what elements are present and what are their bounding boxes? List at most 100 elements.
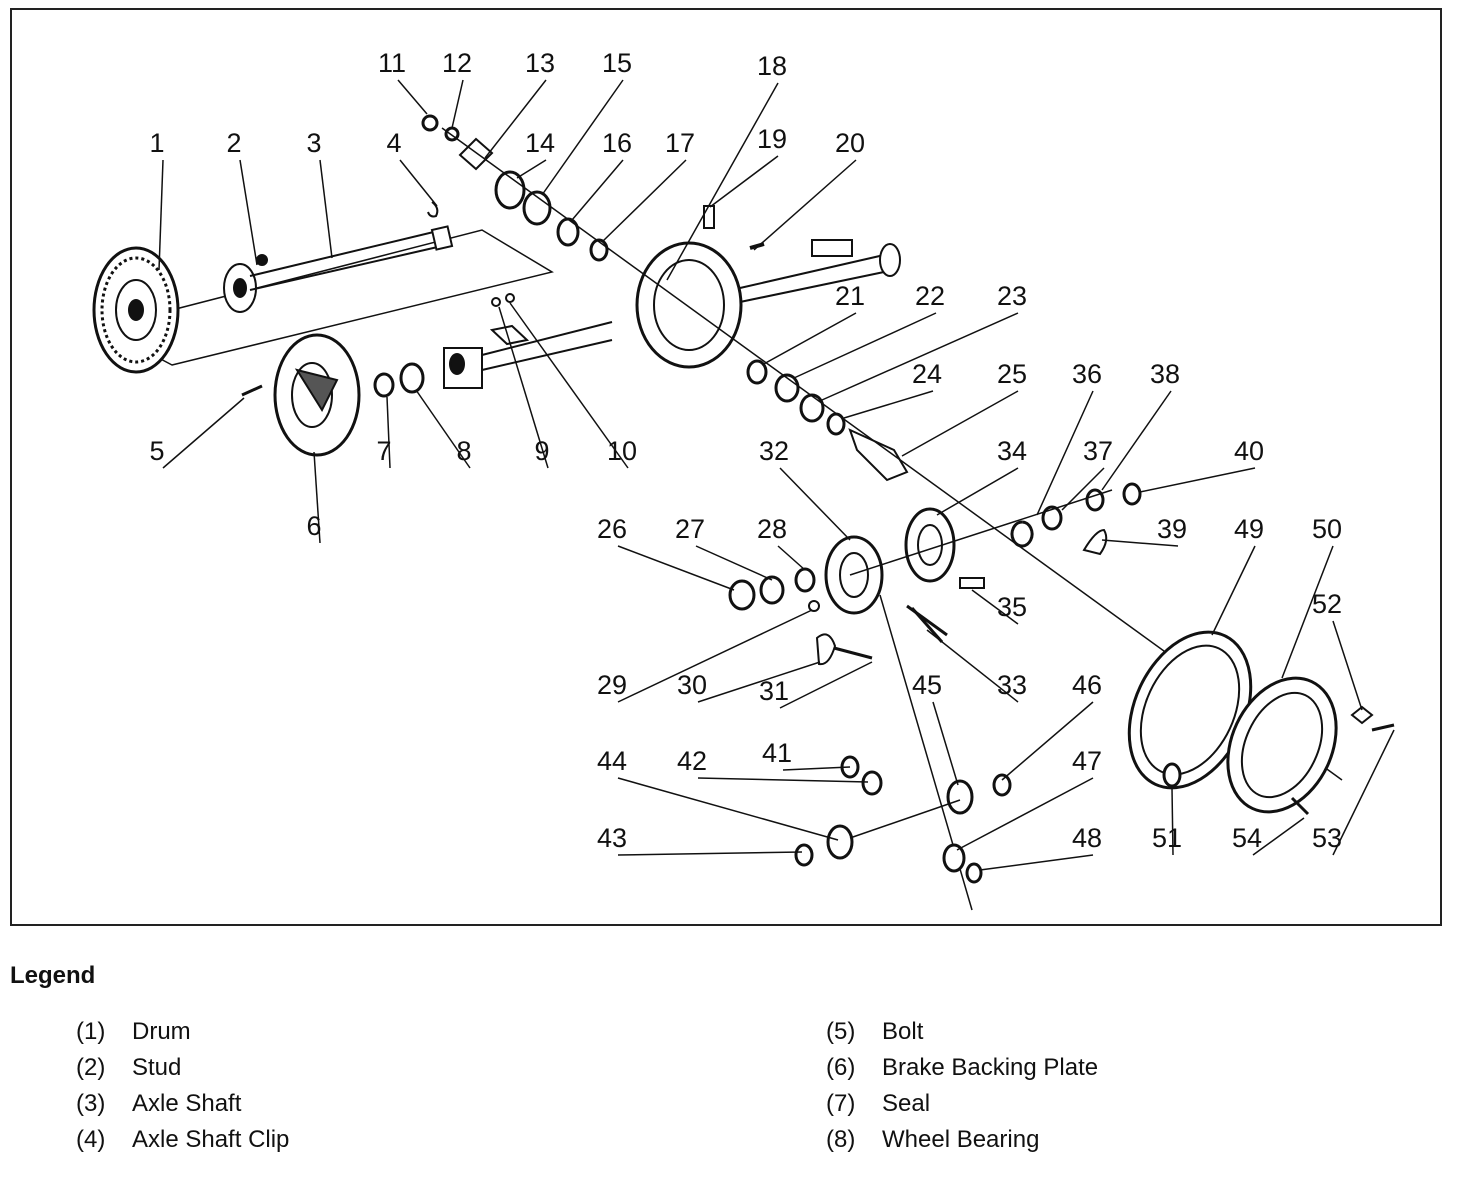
callout-number: 30	[677, 670, 707, 700]
legend-title: Legend	[10, 962, 96, 989]
callout-number: 43	[597, 823, 627, 853]
callout-leader	[509, 302, 629, 469]
axle-housing-part	[443, 239, 901, 389]
callout-leader	[1036, 390, 1094, 516]
callout-number: 35	[997, 592, 1027, 622]
callout-leader	[451, 79, 464, 129]
pinion-stack	[421, 114, 909, 482]
callout-leader	[1101, 539, 1179, 547]
callout-number: 2	[226, 128, 241, 158]
callout-leader	[697, 661, 821, 703]
callout-leader	[697, 777, 869, 783]
callout-number: 47	[1072, 746, 1102, 776]
callout-leader	[1139, 467, 1256, 493]
callout-number: 53	[1312, 823, 1342, 853]
legend-list-right: (5)Bolt (6)Brake Backing Plate (7)Seal (…	[826, 1014, 1098, 1158]
callout-number: 33	[997, 670, 1027, 700]
callout-leader	[971, 589, 1019, 625]
callout-number: 48	[1072, 823, 1102, 853]
callout-leader	[516, 159, 547, 179]
legend-item-number: (7)	[826, 1090, 856, 1117]
callout-leader	[666, 82, 779, 281]
legend-item-number: (6)	[826, 1054, 856, 1081]
callout-leader	[932, 701, 959, 786]
callout-number: 28	[757, 514, 787, 544]
callout-leader	[484, 79, 547, 159]
callout-leader	[1171, 787, 1174, 856]
callout-number: 34	[997, 436, 1027, 466]
callout-leader	[617, 609, 813, 703]
callout-number: 1	[149, 128, 164, 158]
callout-leader	[777, 545, 806, 571]
callout-leader	[1211, 545, 1256, 636]
callout-number: 12	[442, 48, 472, 78]
callout-leader	[158, 159, 164, 271]
callout-leader	[793, 312, 937, 379]
callout-number: 11	[378, 48, 406, 78]
legend-item-number: (2)	[76, 1054, 106, 1081]
legend-item-label: Stud	[132, 1054, 182, 1081]
callout-leader	[709, 155, 779, 208]
callout-number: 5	[149, 436, 164, 466]
callout-leader	[936, 467, 1019, 516]
callout-number: 6	[306, 511, 321, 541]
callout-number: 40	[1234, 436, 1264, 466]
legend-item-label: Seal	[882, 1090, 931, 1117]
callout-number: 7	[376, 436, 391, 466]
callout-number: 4	[386, 128, 401, 158]
legend-item-label: Axle Shaft	[132, 1090, 242, 1117]
callout-leader	[498, 306, 549, 469]
bolt-part	[241, 384, 263, 397]
callout-leader	[956, 777, 1094, 851]
callout-number: 29	[597, 670, 627, 700]
callout-leader	[695, 545, 773, 581]
legend-item-number: (3)	[76, 1090, 106, 1117]
callout-number: 9	[534, 436, 549, 466]
callout-leader	[541, 79, 624, 196]
callout-number: 38	[1150, 359, 1180, 389]
callout-number: 23	[997, 281, 1027, 311]
legend-item-number: (5)	[826, 1018, 856, 1045]
callout-leader	[397, 79, 428, 115]
callout-number: 26	[597, 514, 627, 544]
callout-leader	[399, 159, 438, 207]
callout-number: 51	[1152, 823, 1182, 853]
callout-number: 49	[1234, 514, 1264, 544]
callout-number: 19	[757, 124, 787, 154]
legend-item-label: Drum	[132, 1018, 191, 1045]
callout-number: 54	[1232, 823, 1262, 853]
wheel-bearing-part	[399, 362, 425, 394]
callout-leader	[821, 312, 1019, 401]
callout-leader	[617, 851, 803, 856]
callout-number: 42	[677, 746, 707, 776]
legend-item-number: (1)	[76, 1018, 106, 1045]
legend-item: (4)Axle Shaft Clip	[76, 1122, 289, 1158]
legend-item: (5)Bolt	[826, 1014, 1098, 1050]
callout-leader	[753, 159, 857, 251]
callout-leader	[979, 854, 1094, 871]
callout-number: 25	[997, 359, 1027, 389]
legend-item-number: (4)	[76, 1126, 106, 1153]
callout-number: 24	[912, 359, 942, 389]
callout-number: 36	[1072, 359, 1102, 389]
callout-leader	[319, 159, 333, 259]
axle-drawing: 1234567891011121314151617181920212223242…	[92, 48, 1395, 911]
callout-leader	[1101, 390, 1172, 491]
drum-part	[92, 246, 180, 374]
callout-leader	[601, 159, 687, 243]
legend-item-label: Wheel Bearing	[882, 1126, 1040, 1153]
legend-item: (8) Wheel Bearing	[826, 1122, 1098, 1158]
callout-leader	[782, 766, 851, 771]
legend-item: (7) Seal	[826, 1086, 1098, 1122]
cover-part	[1127, 630, 1395, 816]
callout-number: 20	[835, 128, 865, 158]
callout-leader	[617, 777, 839, 841]
callout-leader	[779, 467, 851, 541]
callout-number: 10	[607, 436, 637, 466]
legend-list-left: (1) Drum (2) Stud (3) Axle Shaft (4)Axle Sh…	[76, 1014, 289, 1158]
callout-number: 21	[835, 281, 865, 311]
legend-item: (2) Stud	[76, 1050, 289, 1086]
legend-item-number: (8)	[826, 1126, 856, 1153]
callout-number: 46	[1072, 670, 1102, 700]
